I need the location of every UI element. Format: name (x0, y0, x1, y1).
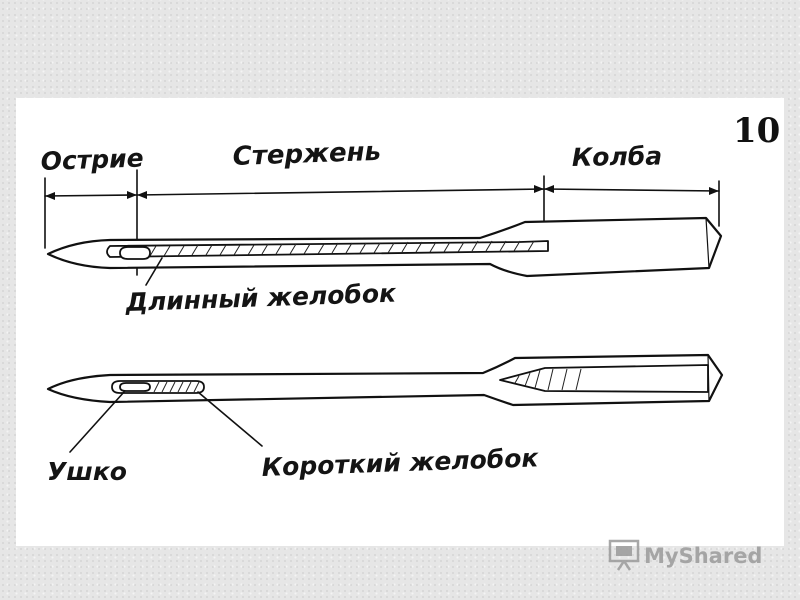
label-tip: Острие (40, 143, 144, 176)
needle-bottom (46, 353, 724, 407)
dimension-line (44, 169, 720, 276)
short-groove-hatching (153, 381, 200, 393)
arrowhead (709, 187, 719, 195)
diagram-sheet (16, 98, 784, 546)
projector-screen-icon (608, 539, 640, 571)
label-long-groove: Длинный желобок (124, 279, 397, 317)
bulb-wedge-hatching (514, 368, 582, 391)
leader-short-groove (197, 391, 263, 447)
needle-bottom-body (46, 353, 724, 407)
leader-long-groove (145, 257, 163, 286)
arrowhead (45, 192, 55, 200)
arrowhead (137, 191, 147, 199)
eye-top (119, 246, 151, 260)
bulb-facet-bottom (707, 354, 710, 402)
arrowhead (534, 185, 544, 193)
label-eye: Ушко (47, 457, 127, 486)
needle-top (46, 216, 723, 278)
watermark: MyShared (608, 539, 762, 571)
dimension-baseline (44, 188, 720, 197)
eye-bottom (119, 382, 151, 392)
bulb-facet (705, 217, 710, 269)
arrowhead (544, 185, 554, 193)
long-groove-hatching (149, 240, 535, 257)
label-bulb: Колба (572, 141, 663, 172)
needle-top-body (46, 216, 723, 278)
long-groove (106, 240, 549, 258)
label-shaft: Стержень (232, 137, 381, 172)
arrowhead (127, 191, 137, 199)
watermark-text: MyShared (644, 544, 762, 568)
leader-eye (69, 391, 125, 453)
label-short-groove: Короткий желобок (261, 443, 540, 482)
figure-number: 10 (733, 111, 780, 151)
